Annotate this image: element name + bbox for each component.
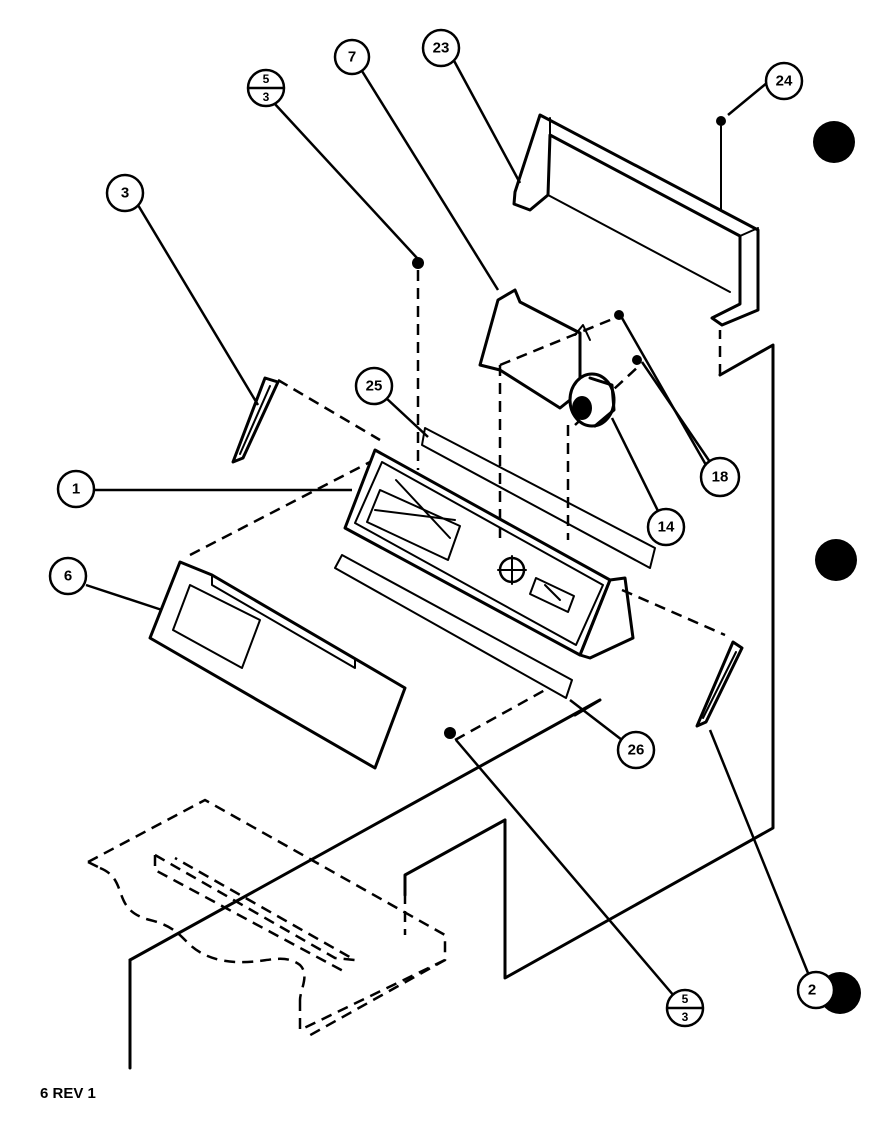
part-18-screws — [614, 310, 642, 365]
callout-5-3-top-denominator: 3 — [263, 90, 270, 104]
callout-6: 6 — [48, 556, 88, 596]
callout-14: 14 — [646, 507, 686, 547]
callout-1-label: 1 — [72, 481, 80, 498]
part-24-screw — [716, 116, 726, 211]
part-6-overlay — [148, 560, 407, 770]
callout-2: 2 — [796, 970, 836, 1010]
callout-5-3-bottom-numerator: 5 — [682, 992, 689, 1006]
callout-7-label: 7 — [348, 49, 356, 66]
callout-23-label: 23 — [433, 40, 450, 57]
callout-6-label: 6 — [64, 568, 72, 585]
callout-3: 3 — [105, 173, 145, 213]
part-3-left-endcap — [231, 376, 280, 464]
callout-24: 24 — [764, 61, 804, 101]
leader-lines — [85, 56, 812, 1004]
callout-7: 7 — [333, 38, 371, 76]
callout-24-label: 24 — [776, 73, 793, 90]
cabinet-outline — [128, 343, 775, 1070]
callout-3-label: 3 — [121, 185, 129, 202]
part-25-trim-strip — [421, 427, 656, 569]
callout-14-label: 14 — [658, 519, 675, 536]
callout-5-3-top: 5 3 — [246, 68, 286, 108]
hidden-lines — [87, 270, 726, 1068]
callout-5-3-bottom-denominator: 3 — [682, 1010, 689, 1024]
callout-18: 18 — [699, 456, 741, 498]
part-1-control-panel — [343, 448, 635, 660]
callout-1: 1 — [56, 469, 96, 509]
part-5-screw-top — [412, 257, 424, 269]
part-5-screw-bottom — [444, 727, 456, 739]
callout-26: 26 — [616, 730, 656, 770]
part-26-lower-trim — [334, 554, 573, 699]
callout-5-3-top-numerator: 5 — [263, 72, 270, 86]
callout-5-3-bottom: 5 3 — [665, 988, 705, 1028]
callout-2-label: 2 — [808, 982, 816, 999]
revision-label: 6 REV 1 — [40, 1085, 96, 1102]
binder-hole-top — [813, 121, 855, 163]
callout-23: 23 — [421, 28, 461, 68]
part-23-bracket — [512, 113, 760, 327]
callout-25: 25 — [354, 366, 394, 406]
binder-hole-middle — [815, 539, 857, 581]
callout-18-label: 18 — [712, 469, 729, 486]
callout-26-label: 26 — [628, 742, 645, 759]
part-2-right-endcap — [695, 640, 744, 728]
callout-25-label: 25 — [366, 378, 383, 395]
part-14-knob — [568, 372, 616, 428]
